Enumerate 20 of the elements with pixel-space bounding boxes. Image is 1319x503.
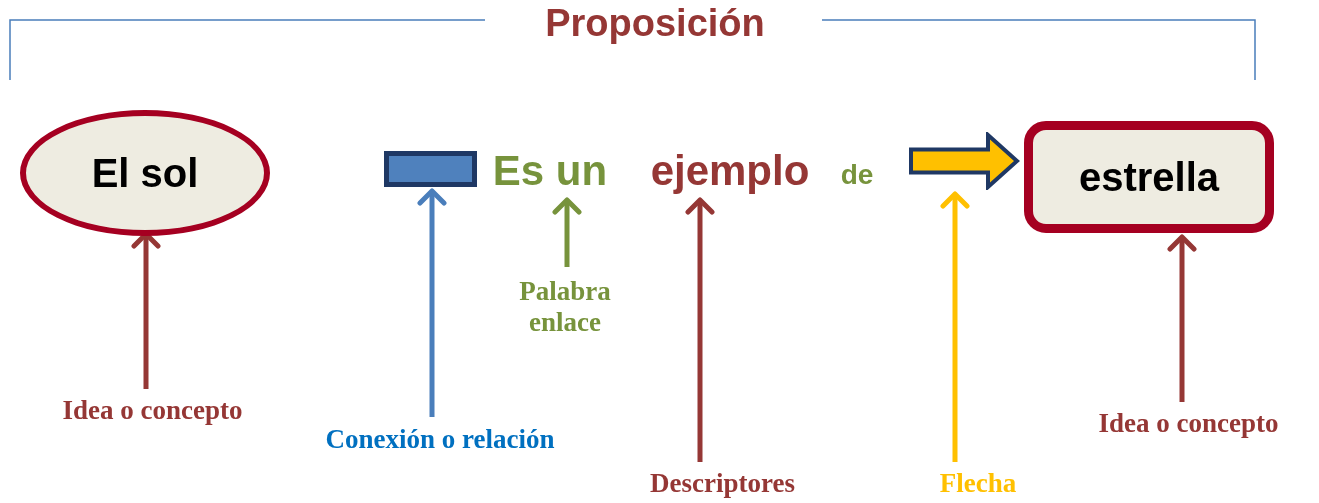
linking-word: Es un	[486, 146, 614, 196]
connector-symbol	[384, 151, 477, 187]
caption-label: Idea o concepto	[1066, 405, 1311, 443]
caption-label: Descriptores	[620, 465, 825, 503]
arrow	[417, 188, 447, 417]
arrow	[1167, 234, 1197, 402]
caption-label: Flecha	[918, 465, 1038, 503]
concept-box	[1024, 121, 1274, 233]
concept-text: El sol	[91, 150, 199, 196]
caption-label: Conexión o relación	[290, 420, 590, 460]
arrow	[685, 197, 715, 462]
title: Proposición	[544, 2, 766, 45]
caption-label: Idea o concepto	[30, 392, 275, 430]
concept-text: estrella	[1078, 154, 1220, 200]
block-arrow-icon	[908, 132, 1020, 190]
arrow	[552, 197, 582, 267]
linking-word: de	[832, 156, 882, 194]
arrow	[940, 191, 970, 462]
caption-label: Palabra enlace	[490, 270, 640, 344]
descriptor-word: ejemplo	[636, 146, 824, 196]
